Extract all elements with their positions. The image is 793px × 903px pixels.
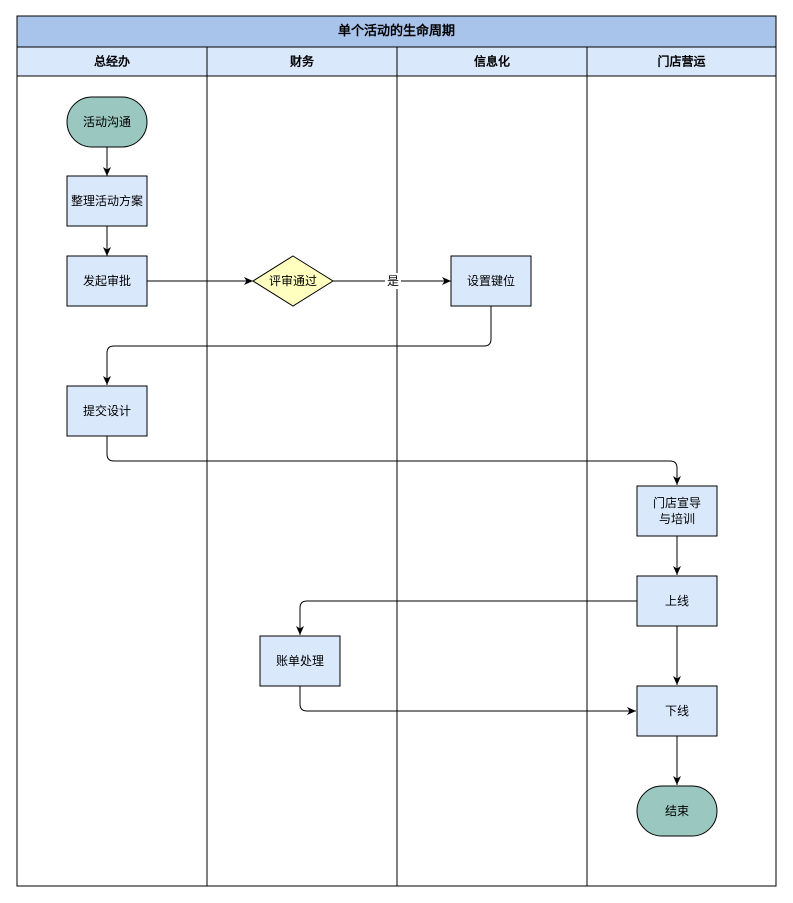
lane-label-caiwu: 财务 xyxy=(289,54,315,69)
node-label: 上线 xyxy=(665,594,689,608)
node-keyset: 设置键位 xyxy=(450,255,532,307)
lane-header-xinxihua: 信息化 xyxy=(396,46,588,77)
node-label: 设置键位 xyxy=(467,273,515,288)
title-bar xyxy=(16,15,777,48)
lane-header-zongjingban: 总经办 xyxy=(16,46,208,77)
node-label: 发起审批 xyxy=(83,273,131,288)
node-label: 与培训 xyxy=(659,511,695,526)
node-start: 活动沟通 xyxy=(66,96,148,148)
edge-label-bg xyxy=(385,273,401,289)
node-plan: 整理活动方案 xyxy=(66,175,148,227)
node-label: 结束 xyxy=(665,804,689,818)
lane-label-zongjingban: 总经办 xyxy=(94,54,130,69)
node-label: 下线 xyxy=(665,704,689,718)
edge-keyset-design xyxy=(103,306,492,385)
node-online: 上线 xyxy=(636,575,718,627)
lane-label-mendian: 门店营运 xyxy=(657,54,705,69)
node-label: 门店宣导 xyxy=(653,495,701,510)
node-label: 账单处理 xyxy=(276,654,324,668)
node-end: 结束 xyxy=(636,785,718,837)
node-offline: 下线 xyxy=(636,685,718,737)
node-approve: 发起审批 xyxy=(66,255,148,307)
node-label: 提交设计 xyxy=(83,403,131,418)
edge-online-billing xyxy=(296,600,637,635)
lane-header-caiwu: 财务 xyxy=(206,46,398,77)
edge-label-yes: 是 xyxy=(387,274,399,288)
node-label: 整理活动方案 xyxy=(71,193,143,208)
node-billing: 账单处理 xyxy=(259,635,341,687)
node-train: 门店宣导 与培训 xyxy=(636,485,718,537)
node-design: 提交设计 xyxy=(66,385,148,437)
connectors xyxy=(103,147,681,785)
node-label: 活动沟通 xyxy=(83,115,131,129)
lane-label-xinxihua: 信息化 xyxy=(474,54,510,69)
lane-header-mendian: 门店营运 xyxy=(586,46,777,77)
node-review: 评审通过 xyxy=(252,255,334,307)
edge-billing-offline xyxy=(299,686,636,715)
node-label: 评审通过 xyxy=(269,273,317,288)
diagram-title: 单个活动的生命周期 xyxy=(338,23,455,39)
edge-design-train xyxy=(106,436,681,485)
